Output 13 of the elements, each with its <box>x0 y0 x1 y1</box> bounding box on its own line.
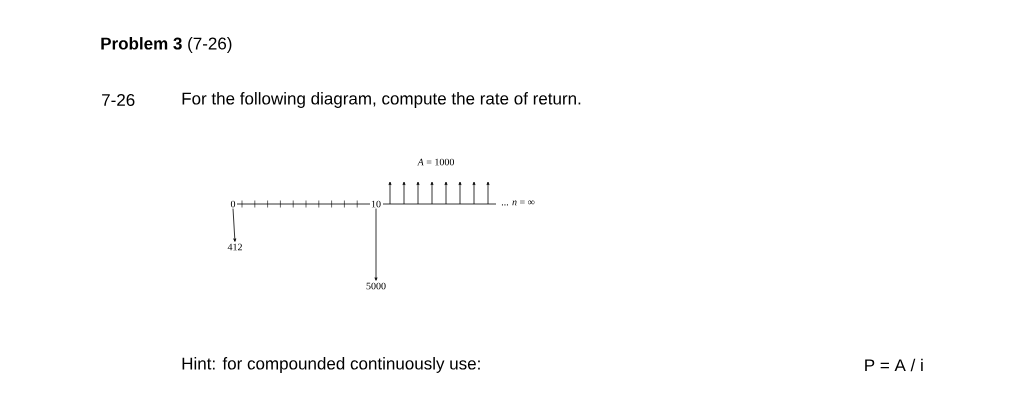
problem-text: For the following diagram, compute the rate of return. <box>182 92 581 108</box>
problem-number: 7-26 <box>102 94 135 107</box>
horizon-label: ... n = ∞ <box>501 200 535 206</box>
period-label: 0 <box>230 200 236 208</box>
title: Problem 3 (7-26) <box>101 37 232 53</box>
annuity-label: A = 1000 <box>417 158 455 166</box>
amount-label: 412 <box>227 243 242 251</box>
amount-label: 5000 <box>366 282 386 290</box>
arrow <box>232 208 237 242</box>
arrow <box>374 208 378 281</box>
formula-text: P = A / i <box>865 358 923 372</box>
hint-text: Hint: for compounded continuously use: <box>182 357 480 373</box>
period-label: 10 <box>371 200 381 208</box>
